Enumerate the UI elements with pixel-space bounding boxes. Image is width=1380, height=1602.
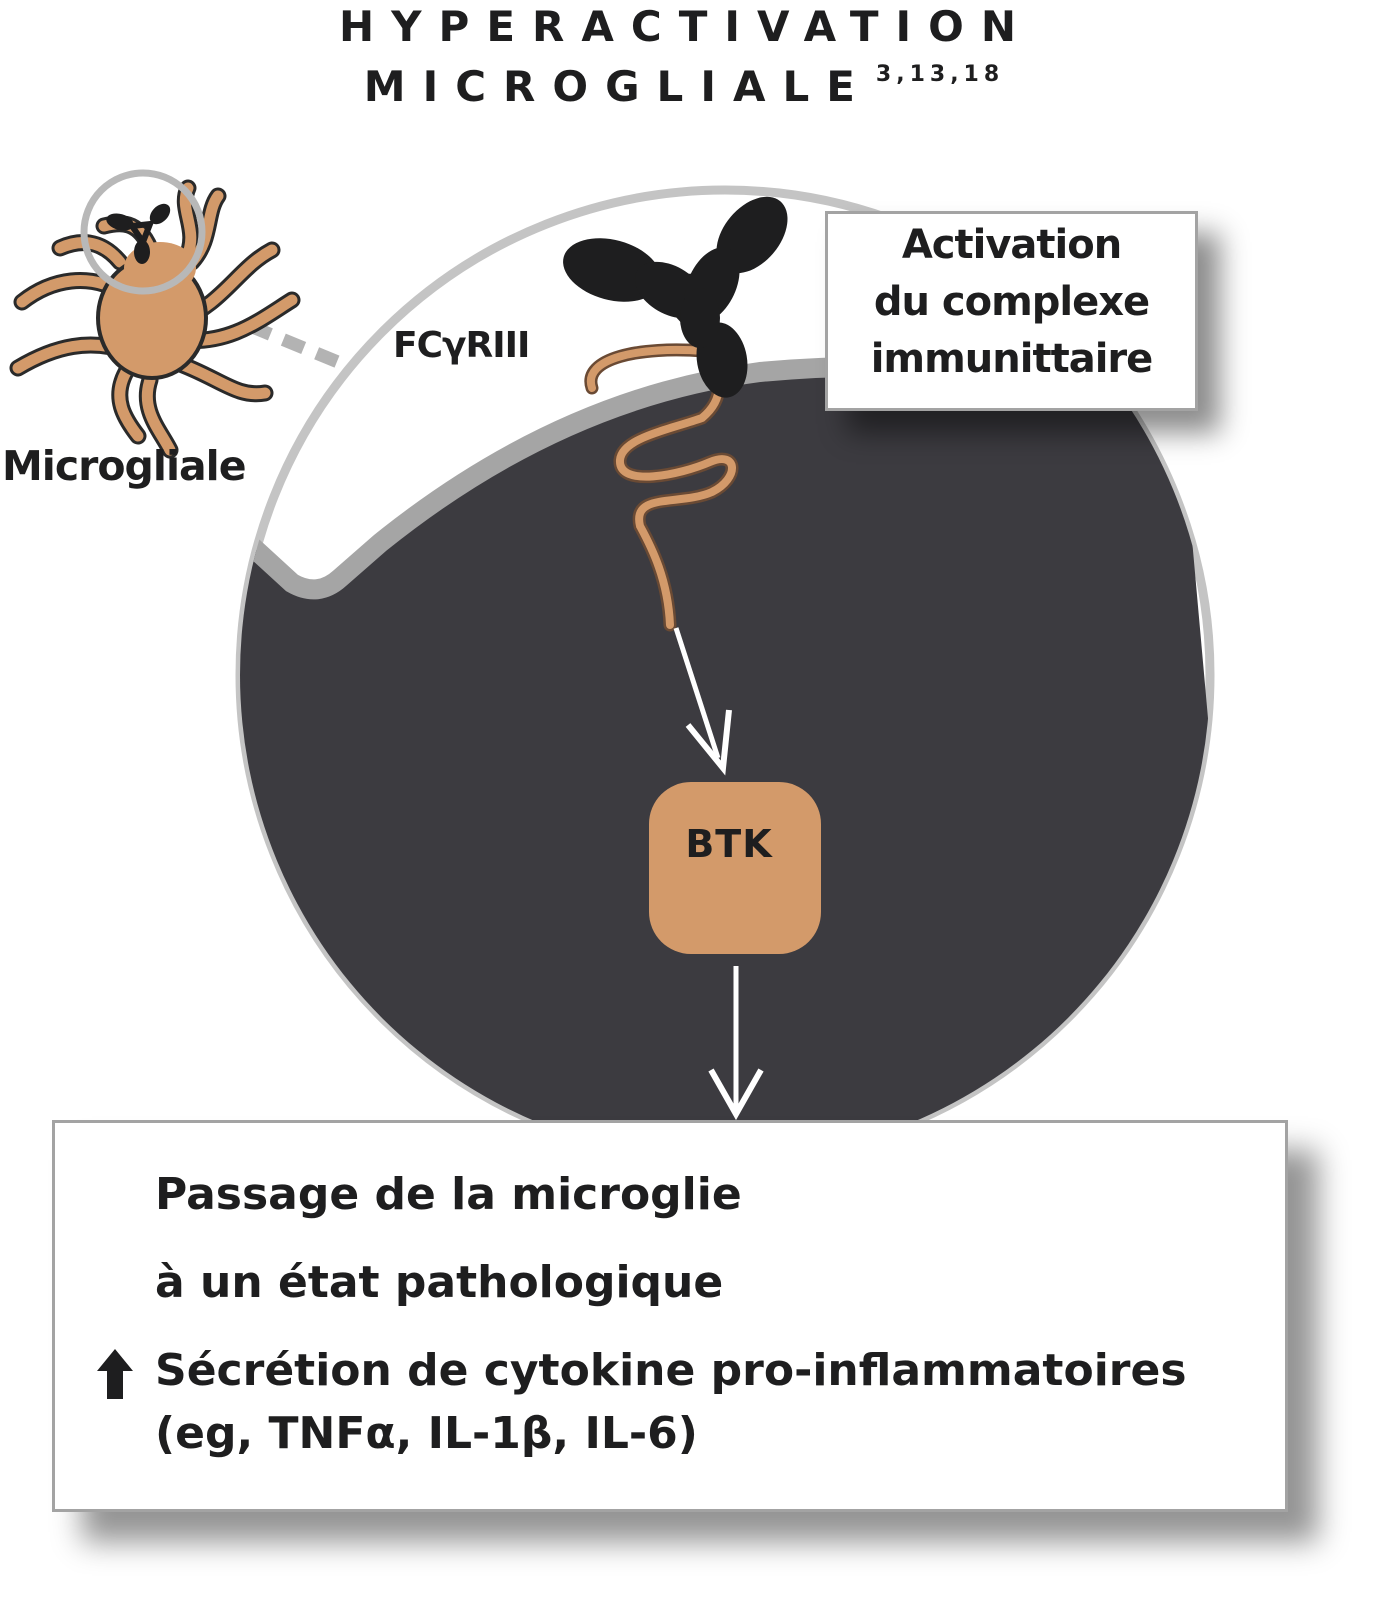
zoom-highlight-ring (80, 169, 206, 295)
title-references: 3,13,18 (875, 62, 1005, 87)
btk-label: BTK (685, 822, 773, 866)
btk-box (649, 782, 821, 954)
up-arrow-icon (97, 1349, 133, 1399)
microglia-cell-icon (9, 169, 301, 459)
result-box: Passage de la microglie à un état pathol… (52, 1120, 1288, 1512)
result-line-1: Passage de la microglie (155, 1169, 742, 1220)
title-line-2-text: MICROGLIALE (363, 62, 872, 111)
arrow-receptor-to-btk (673, 627, 732, 776)
result-line-3: Sécrétion de cytokine pro-inflammatoires (155, 1345, 1187, 1396)
immune-complex-icon (563, 196, 788, 398)
title-line-1: HYPERACTIVATION (338, 2, 1033, 51)
fcgr-receptor (584, 343, 739, 632)
arrow-btk-to-result (708, 966, 764, 1121)
activation-line-3: immunittaire (870, 336, 1154, 382)
activation-line-2: du complexe (873, 279, 1150, 325)
microglia-label: Microgliale (2, 442, 247, 490)
result-line-4: (eg, TNFα, IL-1β, IL-6) (155, 1408, 698, 1459)
fcgr-label: FCγRIII (393, 325, 530, 366)
activation-line-1: Activation (901, 222, 1122, 268)
activation-box: Activation du complexe immunittaire (825, 211, 1198, 411)
result-line-2: à un état pathologique (155, 1257, 724, 1308)
zoom-connector (247, 319, 341, 369)
